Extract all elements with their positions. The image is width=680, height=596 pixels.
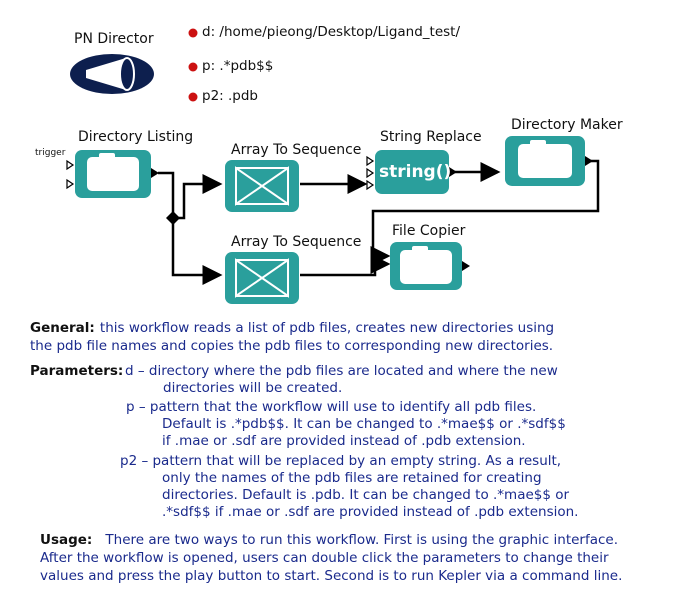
folder-icon — [87, 157, 139, 191]
file-copier-actor[interactable] — [390, 242, 470, 290]
parameter-d[interactable]: d: /home/pieong/Desktop/Ligand_test/ — [202, 24, 461, 40]
folder-icon — [518, 144, 572, 178]
directory-maker-actor[interactable] — [505, 136, 593, 186]
input-port-icon — [366, 155, 375, 167]
array-to-sequence-top-actor[interactable] — [225, 160, 299, 212]
array-to-sequence-bottom-actor[interactable] — [225, 252, 299, 304]
bowtie-icon — [235, 166, 289, 206]
input-port-icon — [366, 167, 375, 179]
connections — [158, 159, 600, 285]
general-heading: General: — [30, 320, 95, 336]
relation-junction-icon — [166, 211, 180, 225]
trigger-input-port-icon — [66, 159, 75, 171]
usage-heading: Usage: — [40, 532, 93, 548]
usage-annotation: Usage: There are two ways to run this wo… — [40, 530, 622, 585]
parameter-p-description: p – pattern that the workflow will use t… — [126, 399, 566, 450]
input-port-icon — [366, 179, 375, 191]
input-port-icon — [66, 178, 75, 190]
usage-line: values and press the play button to star… — [40, 568, 623, 584]
parameter-d-bullet-icon — [188, 28, 198, 38]
director-title: PN Director — [74, 31, 154, 47]
pn-director[interactable] — [70, 54, 154, 94]
string-replace-actor[interactable] — [366, 150, 457, 194]
bowtie-icon — [235, 258, 289, 298]
parameter-p2-description: p2 – pattern that will be replaced by an… — [120, 453, 578, 521]
general-annotation: General: this workflow reads a list of p… — [30, 318, 554, 355]
parameter-p2[interactable]: p2: .pdb — [202, 88, 258, 104]
description-line: d – directory where the pdb files are lo… — [125, 363, 558, 379]
directory-listing-actor[interactable] — [66, 150, 159, 198]
description-line: only the names of the pdb files are reta… — [162, 470, 542, 486]
output-port-icon — [462, 261, 470, 271]
general-line: this workflow reads a list of pdb files,… — [99, 320, 555, 336]
description-line: Default is .*pdb$$. It can be changed to… — [162, 416, 566, 432]
array-to-sequence-bottom-label: Array To Sequence — [231, 234, 362, 250]
description-line: if .mae or .sdf are provided instead of … — [162, 433, 526, 449]
parameter-p[interactable]: p: .*pdb$$ — [202, 58, 274, 74]
connection-array-bottom-to-file-copier — [300, 254, 391, 277]
description-line: p2 – pattern that will be replaced by an… — [120, 453, 562, 469]
output-port-icon — [585, 156, 593, 166]
string-replace-icon-text: string() — [379, 162, 452, 182]
array-to-sequence-top-label: Array To Sequence — [231, 142, 362, 158]
output-port-icon — [449, 167, 457, 177]
file-copier-label: File Copier — [392, 223, 466, 239]
directory-maker-label: Directory Maker — [511, 117, 623, 133]
parameter-p2-bullet-icon — [188, 92, 198, 102]
usage-line: After the workflow is opened, users can … — [40, 550, 609, 566]
parameter-d-description: d – directory where the pdb files are lo… — [125, 363, 558, 397]
connection-junction-to-array-top — [173, 174, 223, 220]
directory-listing-label: Directory Listing — [78, 129, 194, 145]
folder-icon — [400, 250, 452, 284]
connection-junction-to-array-bottom — [171, 218, 223, 285]
output-port-icon — [151, 168, 159, 178]
description-line: p – pattern that the workflow will use t… — [126, 399, 537, 415]
general-line: the pdb file names and copies the pdb fi… — [30, 338, 554, 354]
parameter-p-bullet-icon — [188, 62, 198, 72]
parameters-heading: Parameters: — [30, 363, 124, 379]
description-line: directories. Default is .pdb. It can be … — [162, 487, 570, 503]
usage-line: There are two ways to run this workflow.… — [105, 532, 619, 548]
connection-listing-to-junction — [158, 171, 175, 218]
description-line: .*sdf$$ if .mae or .sdf are provided ins… — [162, 504, 579, 520]
string-replace-label: String Replace — [380, 129, 482, 145]
trigger-port-label: trigger — [35, 148, 66, 158]
description-line: directories will be created. — [163, 380, 343, 396]
